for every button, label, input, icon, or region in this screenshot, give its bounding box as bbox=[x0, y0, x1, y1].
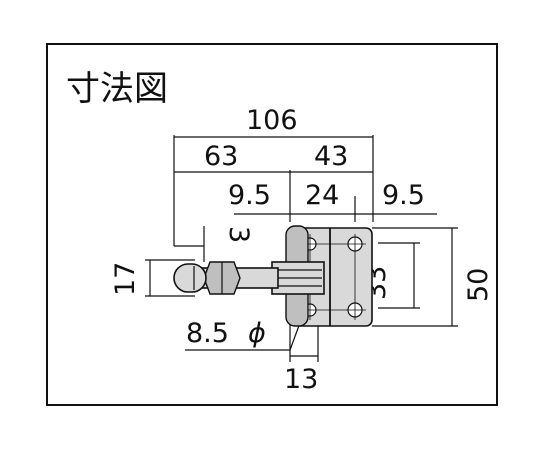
dim-label-9.5-right: 9.5 bbox=[382, 180, 425, 211]
dim-label-106: 106 bbox=[246, 105, 298, 136]
dim-label-43: 43 bbox=[314, 141, 348, 172]
rubber-tip bbox=[173, 263, 207, 293]
dim-label-50: 50 bbox=[463, 268, 494, 302]
dim-label-13: 13 bbox=[284, 364, 318, 395]
dim-label-8.5: 8.5 bbox=[186, 318, 229, 349]
drawing-title: 寸法図 bbox=[66, 69, 168, 109]
dim-label-3: 3 bbox=[223, 226, 254, 243]
toggle-clamp bbox=[173, 225, 373, 327]
drawing-border bbox=[46, 43, 498, 406]
dim-label-24: 24 bbox=[305, 180, 339, 211]
diameter-symbol: ϕ bbox=[248, 318, 266, 349]
dim-label-9.5-left: 9.5 bbox=[228, 180, 271, 211]
dim-label-17: 17 bbox=[110, 262, 141, 296]
dim-label-63: 63 bbox=[204, 141, 238, 172]
